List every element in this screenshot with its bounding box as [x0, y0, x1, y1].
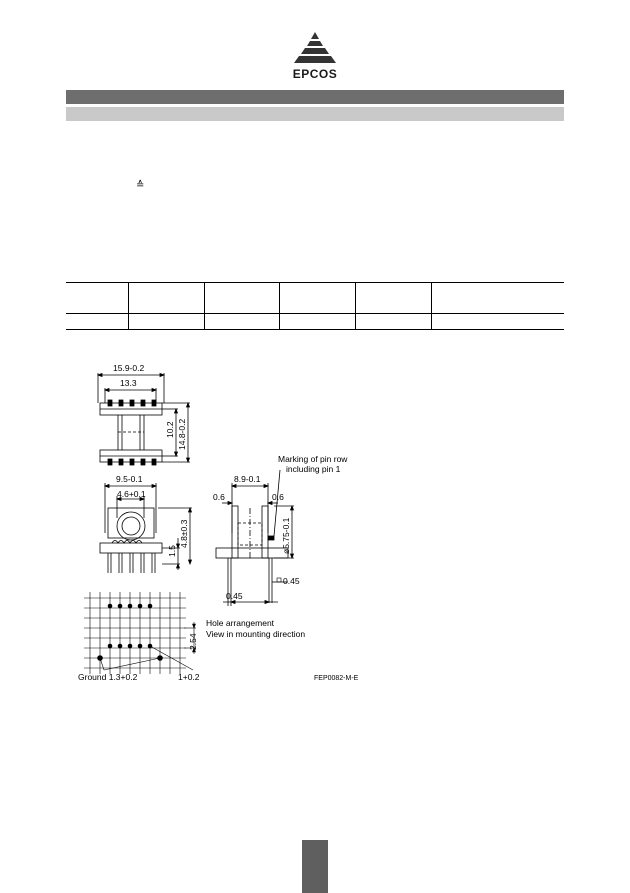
marking-note-line1: Marking of pin row	[278, 454, 348, 464]
table-cell	[430, 313, 564, 330]
dim-inner-height: 10.2	[165, 421, 175, 438]
table-cell	[127, 313, 204, 330]
dim-overall-height: 14.8-0.2	[177, 419, 187, 450]
hole-arrangement-grid	[84, 592, 196, 674]
epcos-logo-mark	[294, 32, 336, 63]
pin-hole-label: 1+0.2	[178, 672, 200, 682]
hole-note-line1: Hole arrangement	[206, 618, 275, 628]
side-view	[215, 469, 295, 606]
dim-right-wall: 0.6	[272, 492, 284, 502]
page-number-tab	[302, 840, 328, 893]
table-header-cell	[354, 282, 431, 314]
technical-drawing: 15.9-0.2 13.3 10.2 14.8-0.2 9.5-0.1 4.6+…	[78, 358, 378, 688]
dim-bore: 4.6+0.1	[117, 489, 146, 499]
marking-note-line2: including pin 1	[286, 464, 341, 474]
table-header-cell	[66, 282, 128, 314]
table-header-cell	[203, 282, 279, 314]
ground-label: Ground 1.3+0.2	[78, 672, 138, 682]
dim-overall-width: 15.9-0.2	[113, 363, 144, 373]
epcos-logo: EPCOS	[283, 30, 347, 82]
table-cell	[203, 313, 279, 330]
brand-name: EPCOS	[292, 67, 338, 81]
top-view	[96, 372, 191, 466]
subheader-bar	[66, 107, 564, 121]
dim-left-wall: 0.6	[213, 492, 225, 502]
correspondence-symbol: ≙	[136, 180, 145, 191]
dim-front-width: 9.5-0.1	[116, 474, 143, 484]
dim-pin-offset: 0.45	[226, 591, 243, 601]
dim-center-height: 4.8±0.3	[179, 519, 189, 548]
dim-flange: 1.5	[167, 545, 177, 557]
dim-pin-square: 0.45	[283, 576, 300, 586]
front-view	[99, 483, 193, 573]
table-header-cell	[430, 282, 564, 314]
table-cell	[278, 313, 355, 330]
dim-inner-width: 13.3	[120, 378, 137, 388]
table-header-row	[66, 282, 564, 314]
figure-code: FEP0082-M-E	[314, 675, 359, 682]
hole-note-line2: View in mounting direction	[206, 629, 305, 639]
dim-side-width: 8.9-0.1	[234, 474, 261, 484]
table-header-cell	[127, 282, 204, 314]
dim-pin-diameter: ø5.75-0.1	[281, 517, 291, 554]
table-header-cell	[278, 282, 355, 314]
table-cell	[66, 313, 128, 330]
table-row	[66, 313, 564, 330]
header-bar	[66, 90, 564, 104]
dim-pitch: 2.54	[188, 633, 198, 650]
table-cell	[354, 313, 431, 330]
spec-table	[66, 282, 564, 330]
